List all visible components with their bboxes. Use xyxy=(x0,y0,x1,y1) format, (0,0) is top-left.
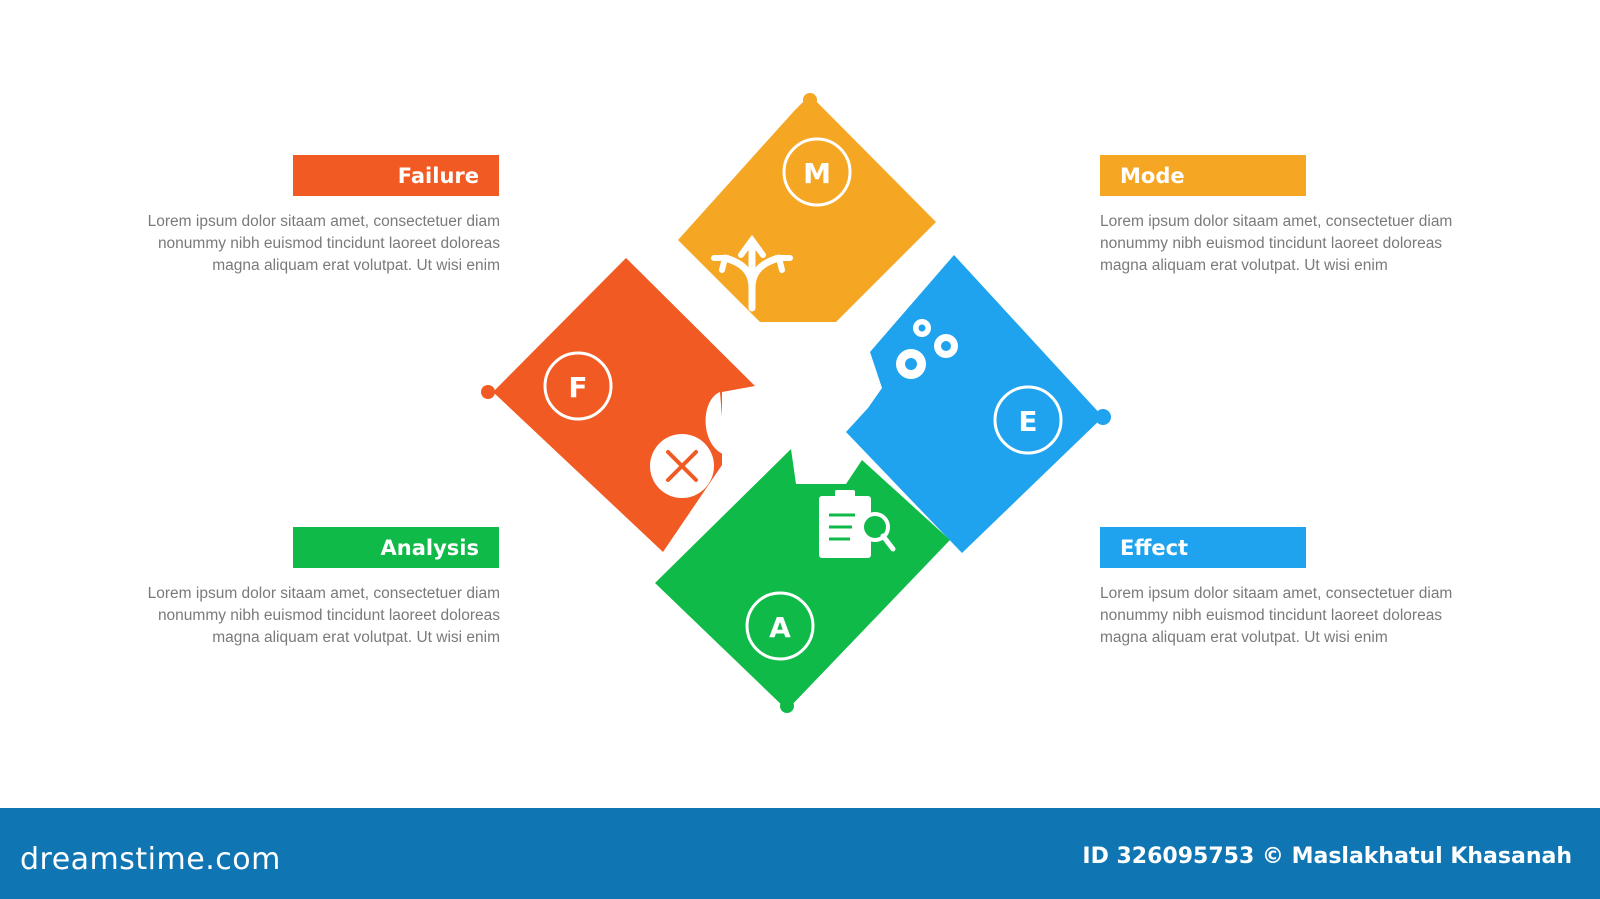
footer-bar: dreamstime.com ID 326095753 © Maslakhatu… xyxy=(0,808,1600,899)
analysis-letter: A xyxy=(769,611,791,644)
effect-letter-ring xyxy=(993,385,1063,455)
failure-piece: F xyxy=(481,258,755,552)
analysis-desc-line-3: magna aliquam erat volutpat. Ut wisi eni… xyxy=(212,629,500,646)
effect-piece-shape xyxy=(846,255,1103,553)
effect-desc-line-1: Lorem ipsum dolor sitaam amet, consectet… xyxy=(1100,585,1453,602)
mode-desc-line-3: magna aliquam erat volutpat. Ut wisi eni… xyxy=(1100,257,1388,274)
x-circle-icon xyxy=(650,434,714,498)
analysis-piece: A xyxy=(655,449,950,713)
mode-piece-shape xyxy=(678,95,936,322)
failure-label-bar: Failure xyxy=(293,155,499,196)
failure-desc-line-1: Lorem ipsum dolor sitaam amet, consectet… xyxy=(147,213,500,230)
mode-label-bar: Mode xyxy=(1100,155,1306,196)
analysis-label-bar: Analysis xyxy=(293,527,499,568)
image-credit: ID 326095753 © Maslakhatul Khasanah xyxy=(1082,844,1572,869)
gears-icon xyxy=(896,319,958,379)
split-arrows-icon xyxy=(711,234,793,312)
failure-description: Lorem ipsum dolor sitaam amet, consectet… xyxy=(100,211,500,277)
analysis-desc-line-2: nonummy nibh euismod tincidunt laoreet d… xyxy=(157,607,500,624)
effect-desc-line-3: magna aliquam erat volutpat. Ut wisi eni… xyxy=(1100,629,1388,646)
effect-label-bar: Effect xyxy=(1100,527,1306,568)
effect-label-title: Effect xyxy=(1120,535,1189,560)
failure-desc-line-2: nonummy nibh euismod tincidunt laoreet d… xyxy=(157,235,500,252)
mode-description: Lorem ipsum dolor sitaam amet, consectet… xyxy=(1100,211,1500,277)
mode-piece: M xyxy=(678,93,936,322)
analysis-desc-line-1: Lorem ipsum dolor sitaam amet, consectet… xyxy=(147,585,500,602)
mode-letter-ring xyxy=(782,137,852,207)
effect-description: Lorem ipsum dolor sitaam amet, consectet… xyxy=(1100,583,1500,649)
failure-desc-line-3: magna aliquam erat volutpat. Ut wisi eni… xyxy=(212,257,500,274)
mode-letter: M xyxy=(803,157,831,190)
analysis-description: Lorem ipsum dolor sitaam amet, consectet… xyxy=(100,583,500,649)
failure-letter-ring xyxy=(543,351,613,421)
mode-desc-line-1: Lorem ipsum dolor sitaam amet, consectet… xyxy=(1100,213,1453,230)
mode-desc-line-2: nonummy nibh euismod tincidunt laoreet d… xyxy=(1100,235,1443,252)
dreamstime-logo[interactable]: dreamstime.com xyxy=(20,842,281,877)
clipboard-search-icon xyxy=(819,490,896,558)
analysis-label-title: Analysis xyxy=(380,535,479,560)
failure-letter: F xyxy=(568,371,587,404)
analysis-letter-ring xyxy=(745,591,815,661)
failure-label-title: Failure xyxy=(397,163,479,188)
effect-letter: E xyxy=(1018,405,1037,438)
mode-label-title: Mode xyxy=(1120,163,1185,188)
effect-desc-line-2: nonummy nibh euismod tincidunt laoreet d… xyxy=(1100,607,1443,624)
effect-piece: E xyxy=(846,255,1111,553)
